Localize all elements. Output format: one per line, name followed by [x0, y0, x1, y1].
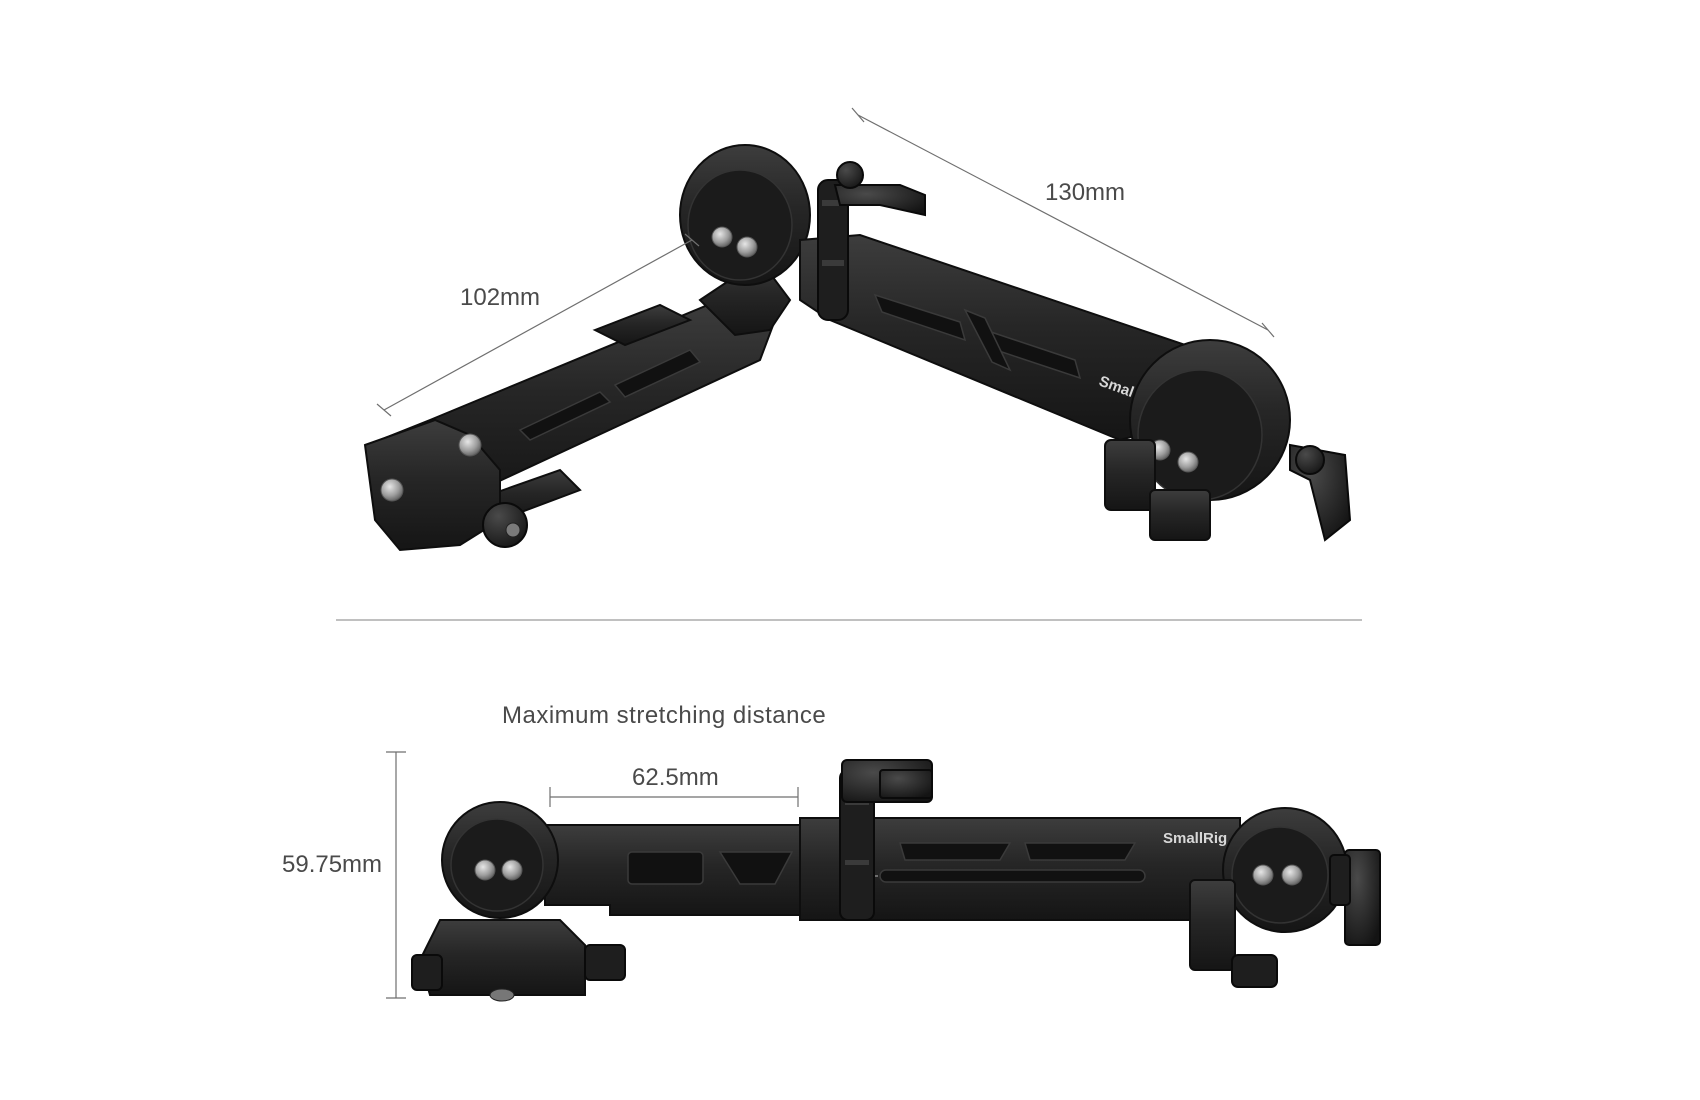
screw-icon	[1281, 864, 1303, 886]
dimension-130mm: 130mm	[851, 107, 1275, 338]
long-arm: SmallRig	[799, 161, 1217, 442]
center-hinge	[839, 759, 933, 921]
lever-icon	[833, 184, 926, 217]
dimension-label-62-5mm: 62.5mm	[632, 764, 719, 791]
short-arm	[363, 298, 777, 552]
screw-icon	[474, 859, 496, 881]
folded-arm-illustration: SmallRig	[363, 144, 1352, 552]
outer-arm: SmallRig	[799, 817, 1241, 921]
inner-arm	[544, 824, 801, 916]
lock-knob-icon	[482, 502, 528, 548]
pivot-joint-top	[679, 144, 811, 337]
screw-icon	[1252, 864, 1274, 886]
pivot-joint-right	[1104, 339, 1352, 542]
dimension-62-5mm: 62.5mm	[549, 764, 799, 807]
screw-icon	[1177, 451, 1199, 473]
screw-icon	[711, 226, 733, 248]
dimension-label-102mm: 102mm	[460, 284, 540, 311]
dimension-label-59-75mm: 59.75mm	[282, 851, 382, 878]
brand-logo: SmallRig	[1163, 830, 1227, 847]
pivot-joint-right-bottom	[1189, 807, 1381, 988]
screw-icon	[501, 859, 523, 881]
screw-icon	[736, 236, 758, 258]
dimension-label-130mm: 130mm	[1045, 179, 1125, 206]
section-title: Maximum stretching distance	[502, 702, 826, 729]
extended-arm-illustration: SmallRig	[411, 759, 1381, 1002]
screw-icon	[380, 478, 404, 502]
dimension-102mm: 102mm	[376, 233, 700, 417]
screw-icon	[458, 433, 482, 457]
pivot-joint-left	[411, 801, 626, 1002]
dimension-59-75mm: 59.75mm	[282, 751, 406, 999]
